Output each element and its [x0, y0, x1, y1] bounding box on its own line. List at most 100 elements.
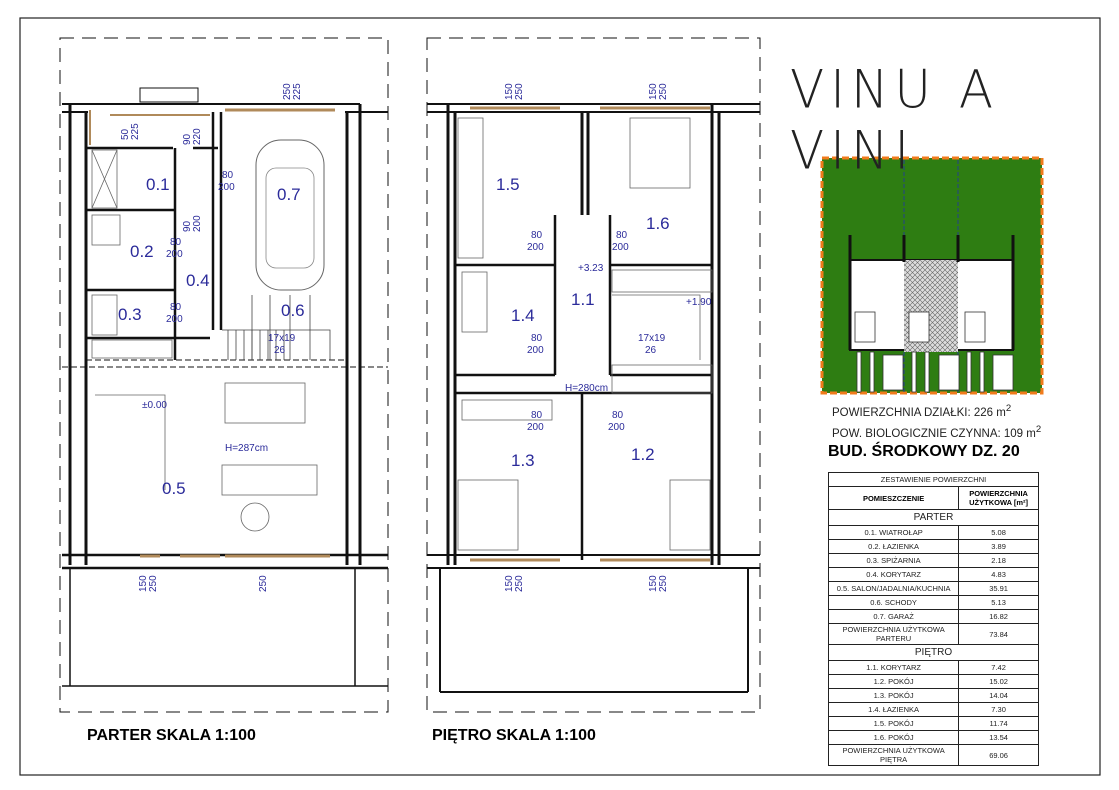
room-area: 11.74: [958, 716, 1039, 731]
sheet-frame: [19, 17, 1101, 776]
parter-plan: [59, 37, 389, 713]
room-area: 35.91: [958, 581, 1039, 596]
room-area: 3.89: [958, 539, 1039, 554]
plot-area-unit: 2: [1005, 403, 1012, 414]
room-label: 0.1: [146, 175, 170, 194]
dim-label: 225: [130, 123, 141, 140]
room-name: 0.2. ŁAZIENKA: [827, 539, 960, 554]
pietro-labels: 1.5 1.6 1.1 1.4 1.3 1.2 H=280cm +3.23 +1…: [496, 83, 712, 592]
room-area: 7.42: [958, 660, 1039, 675]
room-name: 0.6. SCHODY: [827, 595, 960, 610]
room-name: 1.6. POKÓJ: [827, 730, 960, 745]
dim-label: 200: [527, 345, 544, 356]
level-label: +1.90: [686, 297, 712, 308]
section-header: PIĘTRO: [828, 644, 1039, 661]
dim-label: 80: [170, 302, 182, 313]
room-label: 1.4: [511, 306, 535, 325]
dim-label: 200: [527, 422, 544, 433]
bio-area-text: POW. BIOLOGICZNIE CZYNNA: 109 m: [832, 427, 1036, 440]
room-name: POWIERZCHNIA UŻYTKOWA PIĘTRA: [827, 744, 960, 766]
dim-label: 90: [182, 133, 193, 145]
room-label: 1.5: [496, 175, 520, 194]
dim-label: 200: [612, 242, 629, 253]
level-label: ±0.00: [142, 400, 167, 411]
room-label: 0.6: [281, 301, 305, 320]
level-label: +3.23: [578, 263, 604, 274]
stairs-label: 26: [645, 345, 657, 356]
room-area: 2.18: [958, 553, 1039, 568]
table-header: POMIESZCZENIE: [827, 486, 960, 510]
plot-area-text: POWIERZCHNIA DZIAŁKI: 226 m: [832, 406, 1006, 419]
plot-area: POWIERZCHNIA DZIAŁKI: 226 m2: [832, 403, 1011, 419]
room-area: 5.08: [958, 525, 1039, 540]
building-heading: BUD. ŚRODKOWY DZ. 20: [828, 443, 1020, 460]
dim-label: 50: [120, 128, 131, 140]
room-label: 0.7: [277, 185, 301, 204]
project-title: VINU A VINI: [790, 59, 1000, 181]
room-name: POWIERZCHNIA UŻYTKOWA PARTERU: [827, 623, 960, 645]
pietro-plan: [426, 37, 761, 713]
dim-label: 250: [658, 575, 669, 592]
dim-label: 250: [514, 575, 525, 592]
stairs-label: 26: [274, 345, 286, 356]
room-area: 13.54: [958, 730, 1039, 745]
room-label: 0.3: [118, 305, 142, 324]
dim-label: 80: [616, 230, 628, 241]
room-name: 1.1. KORYTARZ: [827, 660, 960, 675]
dim-label: 80: [531, 230, 543, 241]
dim-label: 150: [504, 575, 515, 592]
room-name: 0.3. SPIŻARNIA: [827, 553, 960, 568]
dim-label: 250: [148, 575, 159, 592]
room-label: 1.2: [631, 445, 655, 464]
dim-label: 80: [531, 333, 543, 344]
dim-label: 90: [182, 220, 193, 232]
room-area: 7.30: [958, 702, 1039, 717]
room-name: 0.5. SALON/JADALNIA/KUCHNIA: [827, 581, 960, 596]
room-name: 1.4. ŁAZIENKA: [827, 702, 960, 717]
dim-label: 200: [218, 182, 235, 193]
dim-label: 200: [527, 242, 544, 253]
section-header: PARTER: [828, 509, 1039, 526]
stairs-label: 17x19: [638, 333, 666, 344]
room-label: 1.6: [646, 214, 670, 233]
stairs-label: 17x19: [268, 333, 296, 344]
bio-area-unit: 2: [1035, 424, 1042, 435]
dim-label: 250: [514, 83, 525, 100]
room-name: 0.7. GARAŻ: [827, 609, 960, 624]
dim-label: 200: [166, 249, 183, 260]
room-name: 1.5. POKÓJ: [827, 716, 960, 731]
room-area: 69.06: [958, 744, 1039, 766]
dim-label: 150: [648, 575, 659, 592]
room-name: 0.4. KORYTARZ: [827, 567, 960, 582]
dim-label: 80: [222, 170, 234, 181]
height-label: H=280cm: [565, 383, 608, 394]
room-label: 0.2: [130, 242, 154, 261]
room-name: 1.2. POKÓJ: [827, 674, 960, 689]
room-label: 0.5: [162, 479, 186, 498]
dim-label: 250: [282, 83, 293, 100]
bio-area: POW. BIOLOGICZNIE CZYNNA: 109 m2: [832, 424, 1041, 440]
dim-label: 220: [192, 128, 203, 145]
parter-caption: PARTER SKALA 1:100: [87, 727, 256, 744]
room-area: 14.04: [958, 688, 1039, 703]
room-name: 0.1. WIATROŁAP: [827, 525, 960, 540]
table-title: ZESTAWIENIE POWIERZCHNI: [828, 472, 1039, 487]
table-header: POWIERZCHNIA UŻYTKOWA [m²]: [958, 486, 1039, 510]
dim-label: 200: [608, 422, 625, 433]
room-label: 1.3: [511, 451, 535, 470]
dim-label: 150: [138, 575, 149, 592]
